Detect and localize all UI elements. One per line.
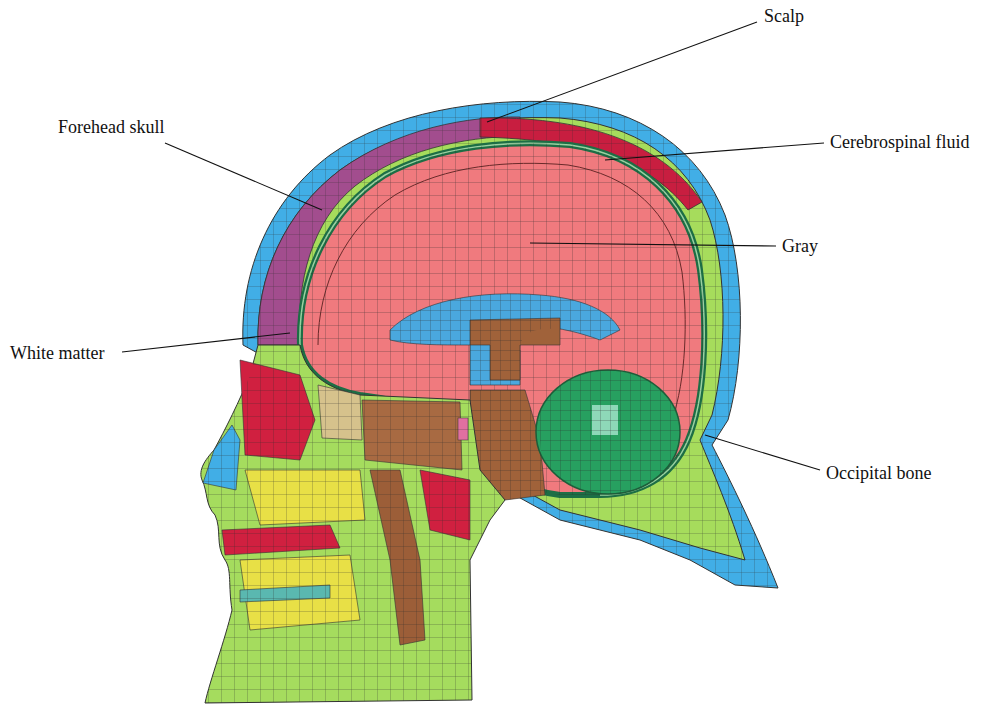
face-mesh (201, 345, 505, 703)
leader-lines (122, 22, 824, 470)
face-tissue (201, 345, 505, 703)
leader-line (487, 22, 757, 122)
part-label: Gray (782, 236, 818, 257)
leader-line (705, 435, 820, 470)
part-label: Scalp (764, 6, 804, 27)
part-label: Occipital bone (826, 463, 931, 484)
leader-line (122, 333, 290, 352)
leader-line (530, 243, 776, 246)
leader-line (165, 143, 322, 210)
part-label: White matter (10, 343, 104, 364)
part-label: Forehead skull (58, 117, 164, 138)
leader-line (605, 143, 824, 160)
part-label: Cerebrospinal fluid (830, 132, 969, 153)
